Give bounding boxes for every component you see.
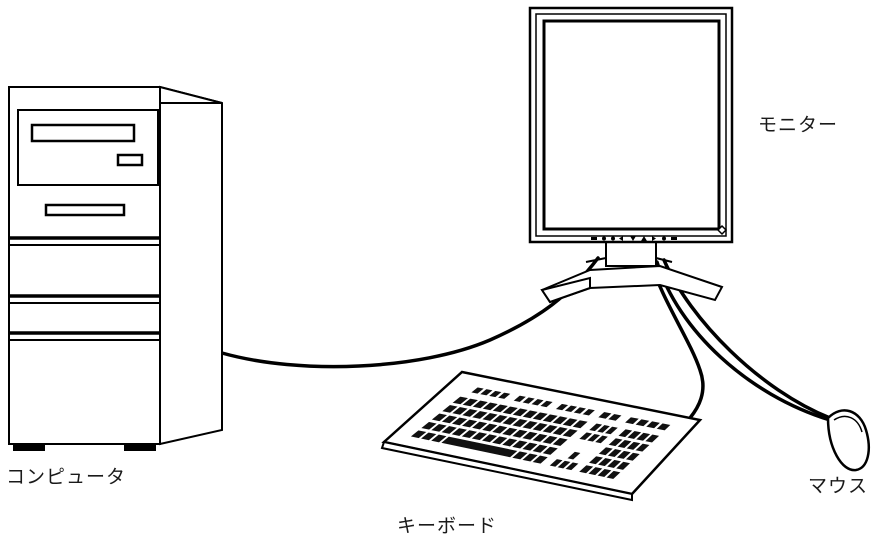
control-button-3 (611, 237, 615, 241)
control-button-4 (671, 237, 677, 240)
label-monitor: モニター (758, 110, 838, 137)
tower-foot-left (14, 444, 44, 450)
label-mouse: マウス (808, 471, 868, 498)
floppy-drive-slot (46, 205, 124, 215)
control-button-1 (591, 237, 597, 240)
optical-drive-slot (32, 125, 134, 141)
mouse (828, 410, 869, 470)
label-computer: コンピュータ (6, 462, 126, 489)
drive-button (118, 155, 142, 165)
keyboard (382, 372, 700, 500)
label-keyboard: キーボード (397, 511, 497, 538)
monitor-stand-neck (606, 242, 656, 266)
computer-tower (9, 87, 222, 450)
tower-foot-right (125, 444, 155, 450)
drive-bay-panel (18, 110, 158, 185)
tower-side (160, 87, 222, 444)
computer-monitor-cable (222, 258, 598, 367)
monitor-screen (544, 21, 719, 229)
monitor (530, 8, 732, 302)
control-button-2 (602, 237, 606, 241)
control-button-power (662, 237, 666, 241)
